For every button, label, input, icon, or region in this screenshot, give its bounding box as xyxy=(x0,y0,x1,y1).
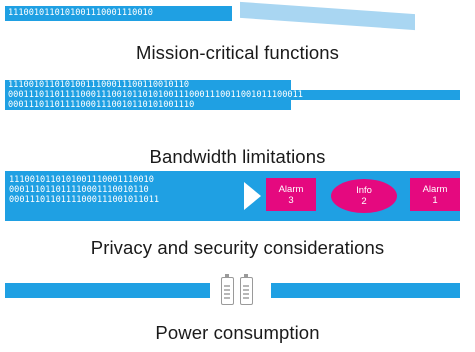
message-number: 1 xyxy=(432,194,438,206)
mission-bit-stream: 1110010110101001110001110010 xyxy=(5,6,232,21)
bit-stream-line: 000111011011110001110010110 xyxy=(9,185,149,195)
bit-stream-line: 1110010110101001110001110010 xyxy=(8,8,153,18)
message-label: Alarm xyxy=(422,183,448,195)
alarm-message-box: Alarm 3 xyxy=(266,178,316,211)
dropped-packet-shape xyxy=(240,1,415,31)
message-number: 2 xyxy=(361,196,367,207)
stream-pipe-right xyxy=(271,283,460,298)
stream-pipe-left xyxy=(5,283,210,298)
battery-icon xyxy=(221,274,234,305)
bit-stream-line: 11100101101010011100011100110010110 xyxy=(5,80,291,90)
info-message-ellipse: Info 2 xyxy=(331,179,397,213)
arrow-right-icon xyxy=(244,182,261,210)
alarm-message-box: Alarm 1 xyxy=(410,178,460,211)
bit-stream-line: 1110010110101001110001110010 xyxy=(9,175,154,185)
message-number: 3 xyxy=(288,194,294,206)
privacy-caption: Privacy and security considerations xyxy=(90,237,385,258)
message-label: Info xyxy=(356,185,372,196)
mission-caption: Mission-critical functions xyxy=(135,42,340,63)
message-label: Alarm xyxy=(278,183,304,195)
privacy-bit-stream: 1110010110101001110001110010 00011101101… xyxy=(9,175,159,205)
bit-stream-line: 00011101101111000111001011011 xyxy=(9,195,160,205)
power-caption: Power consumption xyxy=(155,322,320,343)
bit-stream-line: 000111011011110001110010110101001110 xyxy=(5,100,291,110)
bandwidth-bit-stream: 11100101101010011100011100110010110 0001… xyxy=(5,80,460,122)
bandwidth-caption: Bandwidth limitations xyxy=(149,146,326,167)
battery-icon xyxy=(240,274,253,305)
bit-stream-line: 0001110110111100011100101101010011100011… xyxy=(5,90,460,100)
